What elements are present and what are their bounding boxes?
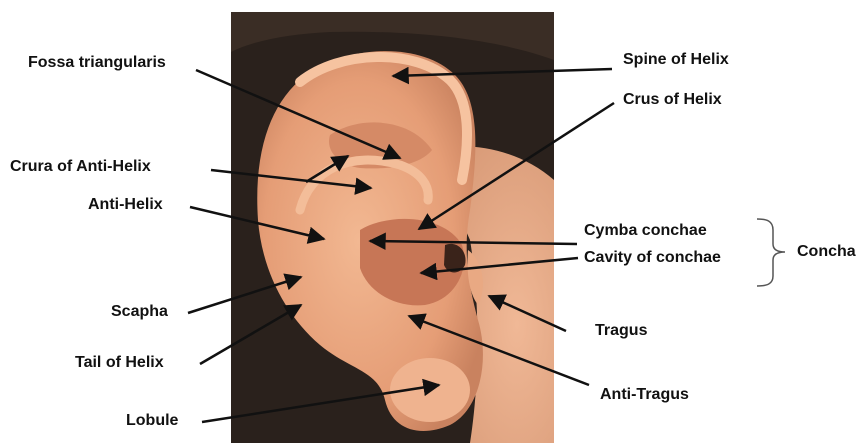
label-fossa-triangularis: Fossa triangularis: [28, 54, 166, 72]
label-concha: Concha: [797, 243, 856, 261]
concha-bracket: [757, 219, 785, 286]
label-spine-of-helix: Spine of Helix: [623, 51, 729, 69]
label-tail-of-helix: Tail of Helix: [75, 354, 164, 372]
label-lobule: Lobule: [126, 412, 178, 430]
label-crura-of-anti-helix: Crura of Anti-Helix: [10, 158, 151, 176]
label-anti-helix: Anti-Helix: [88, 196, 163, 214]
label-anti-tragus: Anti-Tragus: [600, 386, 689, 404]
label-scapha: Scapha: [111, 303, 168, 321]
label-tragus: Tragus: [595, 322, 647, 340]
label-crus-of-helix: Crus of Helix: [623, 91, 722, 109]
label-cavity-of-conchae: Cavity of conchae: [584, 249, 721, 267]
label-cymba-conchae: Cymba conchae: [584, 222, 707, 240]
